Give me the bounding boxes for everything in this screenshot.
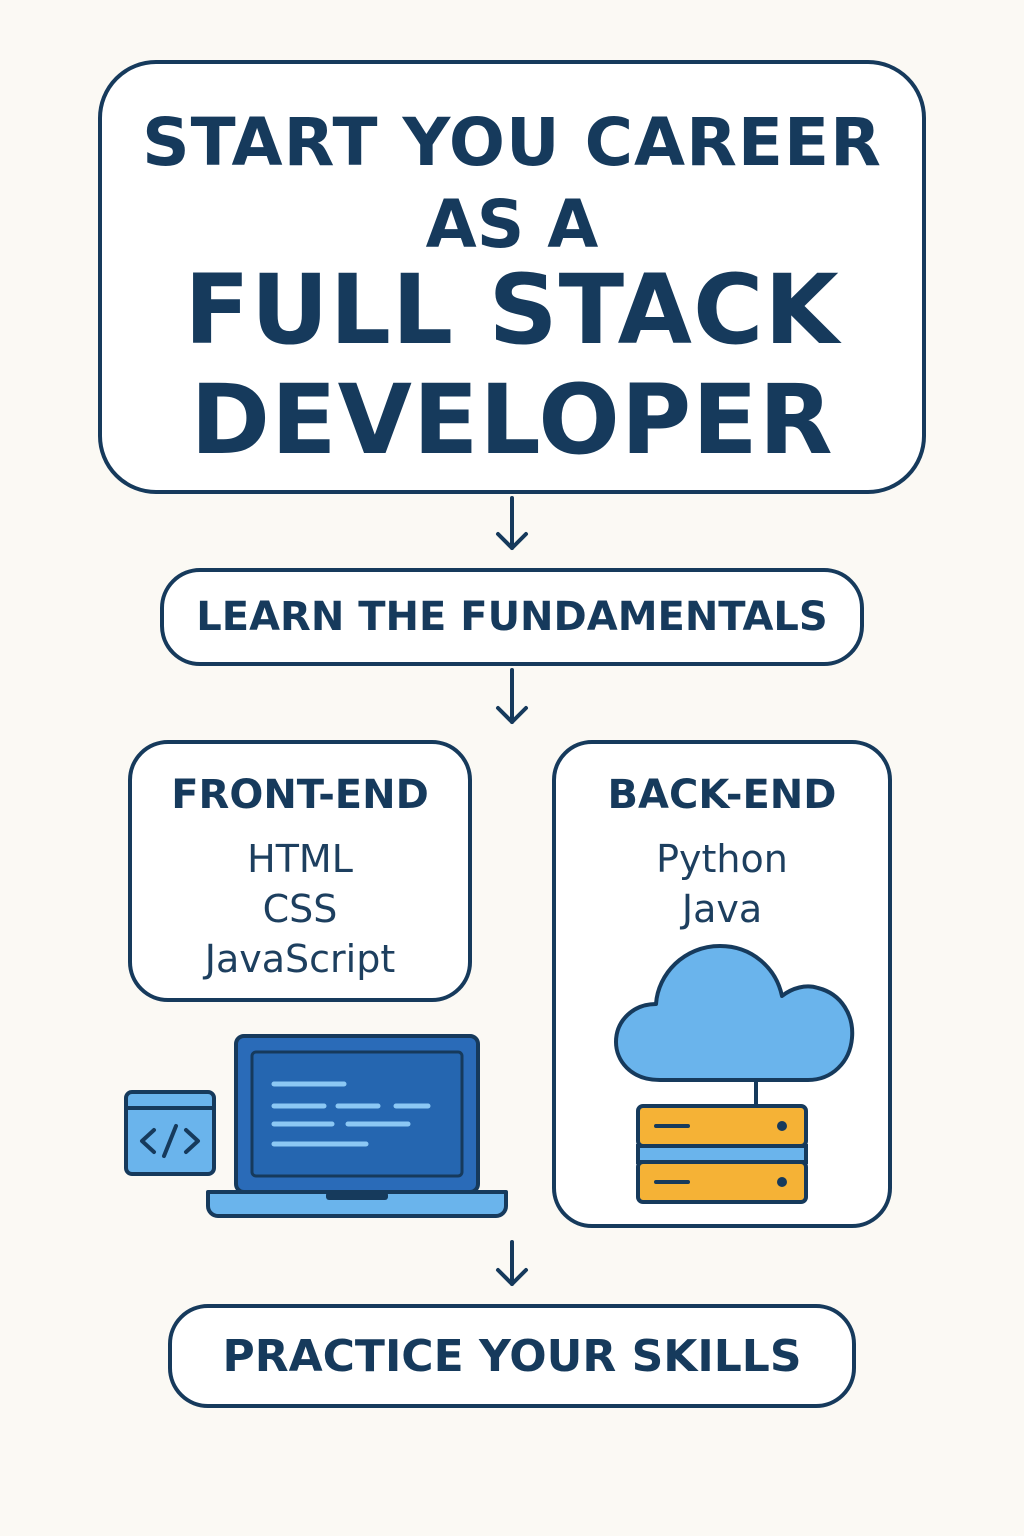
back-end-title: BACK-END	[607, 772, 837, 818]
cloud-icon	[614, 944, 855, 1082]
arrow-down-icon	[496, 496, 528, 550]
front-end-list: HTML CSS JavaScript	[132, 834, 468, 984]
practice-skills-box: PRACTICE YOUR SKILLS	[168, 1304, 856, 1408]
arrow-down-icon	[496, 668, 528, 724]
learn-fundamentals-label: LEARN THE FUNDAMENTALS	[196, 594, 828, 640]
back-end-list: Python Java	[556, 834, 888, 934]
practice-skills-label: PRACTICE YOUR SKILLS	[222, 1330, 802, 1382]
front-end-card: FRONT-END HTML CSS JavaScript	[128, 740, 472, 1002]
server-icon	[636, 1080, 808, 1204]
title-line-4: DEVELOPER	[190, 364, 834, 476]
laptop-icon	[206, 1034, 508, 1218]
arrow-down-icon	[496, 1240, 528, 1286]
learn-fundamentals-box: LEARN THE FUNDAMENTALS	[160, 568, 864, 666]
code-window-icon	[124, 1090, 216, 1176]
list-item: CSS	[262, 887, 338, 931]
list-item: Java	[681, 887, 763, 931]
list-item: JavaScript	[204, 937, 396, 981]
list-item: HTML	[247, 837, 353, 881]
title-line-3: FULL STACK	[184, 254, 840, 366]
list-item: Python	[656, 837, 788, 881]
front-end-title: FRONT-END	[171, 772, 429, 818]
title-box: START YOU CAREER AS A FULL STACK DEVELOP…	[98, 60, 926, 494]
title-line-1: START YOU CAREER	[142, 104, 882, 181]
title-line-2: AS A	[425, 186, 599, 263]
